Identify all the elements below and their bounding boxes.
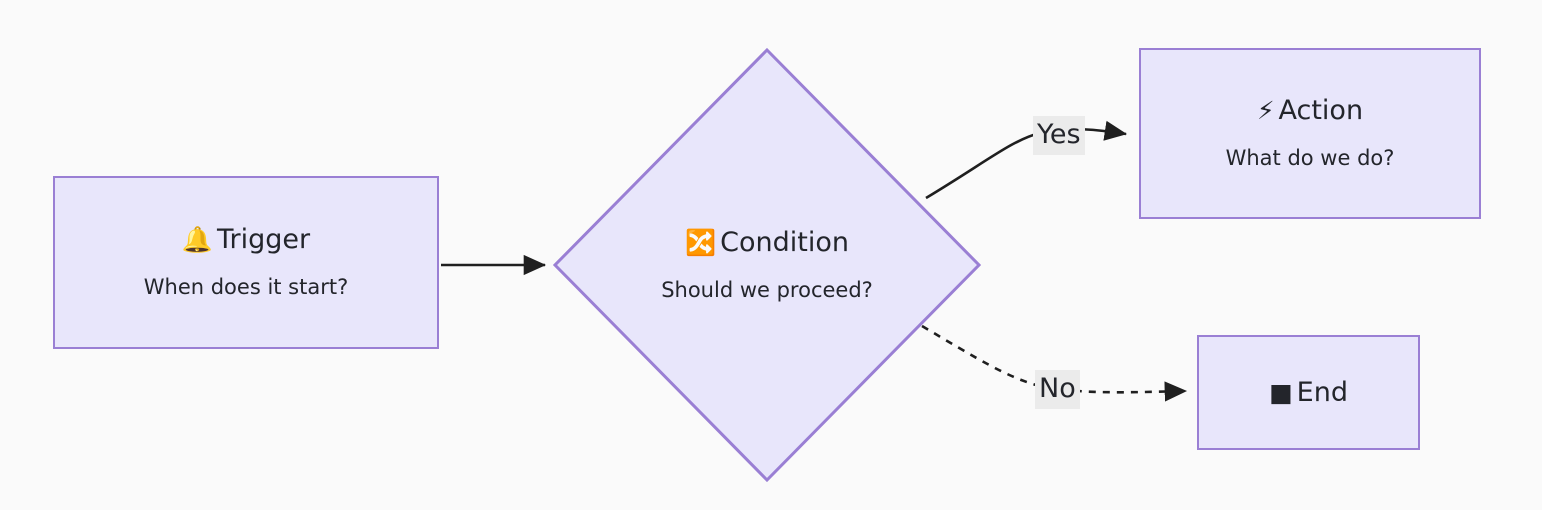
node-end-title: ■End (1269, 377, 1348, 408)
node-action-title-text: Action (1278, 95, 1364, 127)
node-condition-subtitle: Should we proceed? (661, 277, 873, 302)
node-action-subtitle: What do we do? (1225, 146, 1395, 171)
edge-label-yes[interactable]: Yes (1033, 116, 1085, 156)
node-condition-content: 🔀Condition Should we proceed? (553, 48, 981, 482)
node-condition-title: 🔀Condition (685, 227, 849, 258)
node-trigger-title-text: Trigger (217, 224, 311, 256)
node-action[interactable]: ⚡Action What do we do? (1139, 48, 1481, 219)
edge-label-no[interactable]: No (1035, 370, 1080, 410)
bell-emoji: 🔔 (181, 225, 213, 255)
black-square-icon: ■ (1269, 377, 1293, 407)
node-condition[interactable]: 🔀Condition Should we proceed? (553, 48, 981, 482)
shuffle-emoji: 🔀 (685, 227, 717, 257)
diamond-shape (553, 48, 981, 482)
node-trigger-subtitle: When does it start? (143, 275, 349, 300)
node-trigger[interactable]: 🔔Trigger When does it start? (53, 176, 439, 349)
node-trigger-title: 🔔Trigger (182, 224, 310, 255)
node-end-title-text: End (1296, 376, 1348, 408)
node-condition-title-text: Condition (720, 226, 849, 258)
node-action-title: ⚡Action (1257, 95, 1363, 126)
lightning-emoji: ⚡ (1256, 96, 1275, 126)
node-end[interactable]: ■End (1197, 335, 1420, 450)
